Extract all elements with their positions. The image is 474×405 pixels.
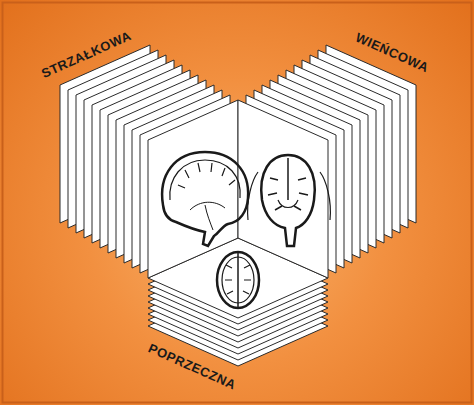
frame [3,3,472,403]
slice-stacks [60,45,416,366]
brain-drawings [162,152,330,308]
coronal-face [238,100,328,278]
